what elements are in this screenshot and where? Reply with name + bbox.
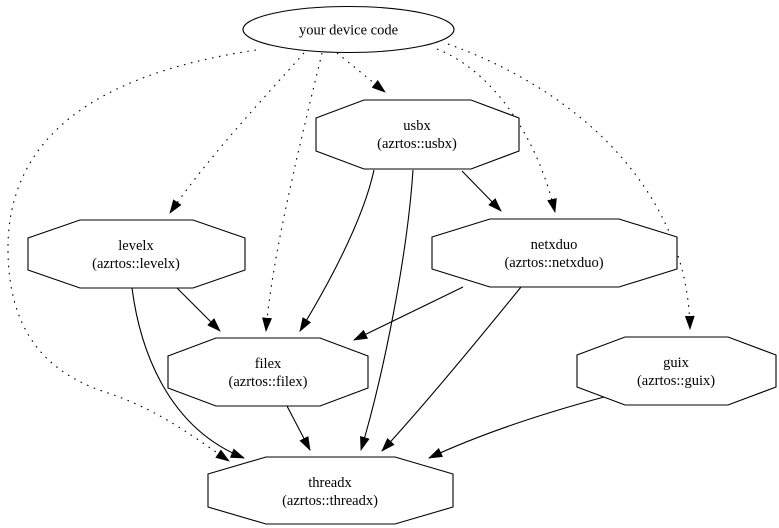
threadx-label: threadx <box>308 475 352 491</box>
edge-device-code-to-usbx <box>336 52 386 93</box>
guix-octagon <box>576 336 777 406</box>
netxduo-sublabel: (azrtos::netxduo) <box>504 255 603 271</box>
netxduo-octagon <box>431 218 678 288</box>
filex-sublabel: (azrtos::filex) <box>229 374 308 390</box>
device-code-ellipse <box>242 5 455 54</box>
node-levelx: levelx (azrtos::levelx) <box>27 219 246 289</box>
edge-netxduo-to-threadx <box>381 286 522 452</box>
edge-usbx-to-netxduo <box>461 170 502 212</box>
guix-sublabel: (azrtos::guix) <box>637 373 715 389</box>
edge-filex-to-threadx <box>286 405 311 451</box>
edge-netxduo-to-filex <box>353 286 464 341</box>
edge-usbx-to-threadx <box>360 169 414 452</box>
filex-label: filex <box>255 356 282 372</box>
edge-device-code-to-netxduo <box>436 48 557 214</box>
edge-levelx-to-filex <box>176 287 221 332</box>
usbx-octagon <box>315 99 520 170</box>
edge-device-code-to-filex <box>262 52 323 333</box>
device-code-label: your device code <box>299 23 398 39</box>
node-device-code: your device code <box>242 5 455 54</box>
edge-usbx-to-filex <box>299 169 375 332</box>
edge-device-code-to-levelx <box>169 52 305 214</box>
levelx-sublabel: (azrtos::levelx) <box>92 256 180 272</box>
filex-octagon <box>167 337 369 407</box>
edge-device-code-to-guix <box>447 43 695 331</box>
edge-guix-to-threadx <box>428 396 605 459</box>
node-guix: guix (azrtos::guix) <box>576 336 777 406</box>
netxduo-label: netxduo <box>531 237 578 253</box>
node-netxduo: netxduo (azrtos::netxduo) <box>431 218 678 288</box>
levelx-octagon <box>27 219 246 289</box>
usbx-sublabel: (azrtos::usbx) <box>377 136 457 152</box>
node-usbx: usbx (azrtos::usbx) <box>315 99 520 170</box>
node-threadx: threadx (azrtos::threadx) <box>207 456 454 525</box>
guix-label: guix <box>663 355 690 371</box>
edges <box>7 43 695 462</box>
threadx-sublabel: (azrtos::threadx) <box>282 493 378 509</box>
usbx-label: usbx <box>403 118 431 134</box>
node-filex: filex (azrtos::filex) <box>167 337 369 407</box>
edge-levelx-to-threadx <box>131 287 246 459</box>
levelx-label: levelx <box>118 238 154 254</box>
threadx-octagon <box>207 456 454 525</box>
